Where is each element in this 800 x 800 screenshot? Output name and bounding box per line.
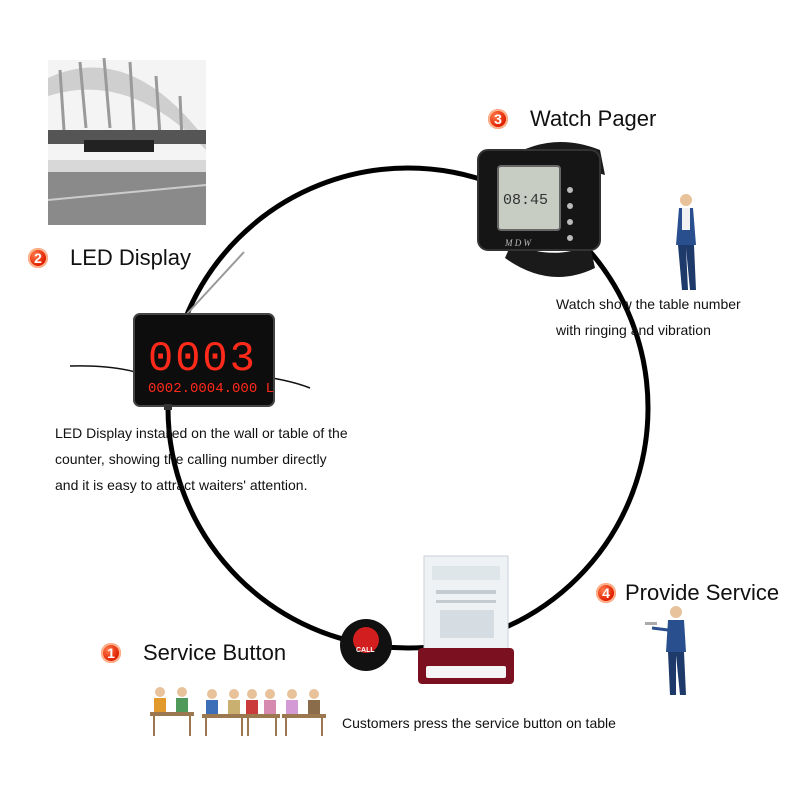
led-main-digits: 0003 [148,335,257,383]
step-service-button: 1 Service Button [101,640,286,666]
step-number-badge: 3 [488,109,508,129]
server-figure [645,606,686,695]
customers-at-tables [150,687,326,736]
step-led-display: 2 LED Display [28,245,191,271]
description-line: counter, showing the calling number dire… [55,451,327,467]
led-display-device: 0003 0002.0004.000 L [69,251,311,410]
description-line: and it is easy to attract waiters' atten… [55,477,308,493]
step-title: Provide Service [625,580,780,605]
step-number-badge: 2 [28,248,48,268]
led-display-description: LED Display installed on the wall or tab… [55,420,348,498]
service-button-description: Customers press the service button on ta… [342,715,616,731]
description-line: with ringing and vibration [556,322,711,338]
service-call-button: CALL [340,619,392,671]
step-number-badge: 4 [596,583,616,603]
description-line: LED Display installed on the wall or tab… [55,425,348,441]
watch-pager-device: 08:45 M D W [477,142,605,277]
waiter-figure [676,194,696,290]
description-line: Watch show the table number [556,296,741,312]
watch-screen-text: 08:45 [503,192,548,209]
step-watch-pager: 3 Watch Pager [488,106,656,132]
call-button-label: CALL [356,647,375,654]
step-provide-service: 4 Provide Service [596,580,779,606]
restaurant-counter-image [47,57,207,225]
step-title: LED Display [70,245,192,270]
led-sub-digits: 0002.0004.000 L [148,381,274,397]
watch-brand-text: M D W [504,238,532,248]
step-number-badge: 1 [101,643,121,663]
watch-pager-description: Watch show the table number with ringing… [556,291,741,343]
table-menu-holder [418,555,514,684]
step-title: Service Button [143,640,287,665]
step-title: Watch Pager [530,106,657,131]
